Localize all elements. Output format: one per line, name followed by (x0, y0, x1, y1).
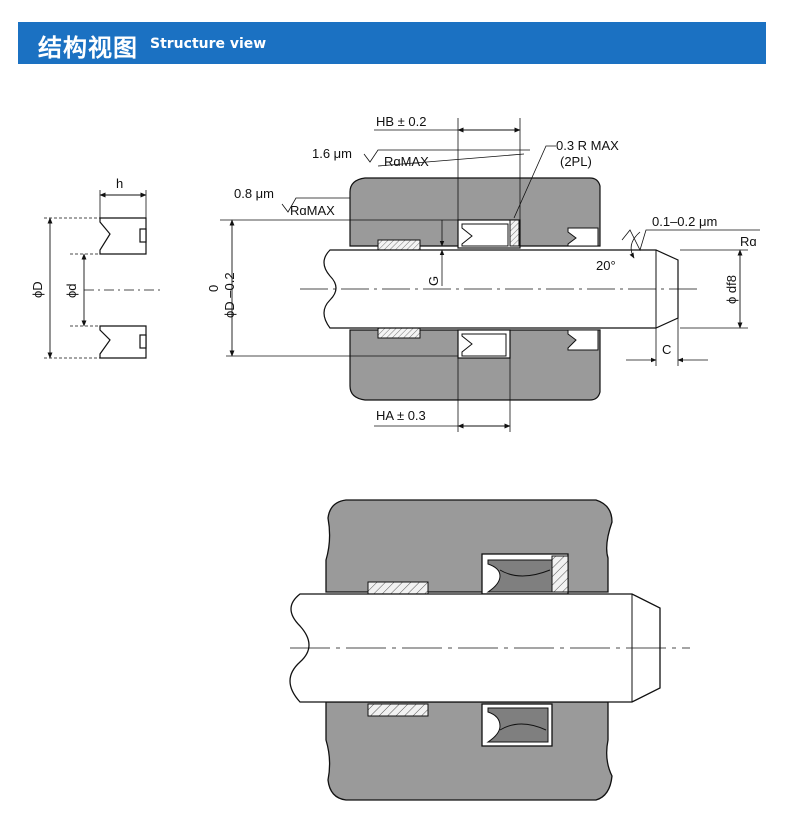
chamfer-length: C (662, 342, 671, 357)
housing-ra-max: RɑMAX (384, 154, 429, 169)
outer-diameter-label: ϕD (30, 281, 45, 298)
section-banner: 结构视图 Structure view (18, 22, 766, 64)
rod-roughness: 0.1–0.2 μm (652, 214, 717, 229)
assembly-dimensions (220, 118, 760, 432)
inner-diameter-label: ϕd (64, 283, 79, 298)
detail-assembly-view (289, 499, 690, 801)
section-title-zh: 结构视图 (38, 34, 138, 62)
bore-tol-lower: ϕD –0.2 (222, 272, 237, 318)
section-title-en: Structure view (150, 36, 267, 52)
hb-tolerance: HB ± 0.2 (376, 114, 427, 129)
gap-label: G (426, 276, 441, 286)
bore-tol-upper: 0 (206, 285, 221, 292)
radius-note: 0.3 R MAX (556, 138, 619, 153)
housing-roughness: 1.6 μm (312, 146, 352, 161)
rod-diameter-label: ϕ df8 (724, 275, 739, 304)
height-label: h (116, 176, 123, 191)
rod-ra: Rɑ (740, 234, 757, 249)
bore-roughness: 0.8 μm (234, 186, 274, 201)
ha-tolerance: HA ± 0.3 (376, 408, 426, 423)
seal-section-view (44, 190, 160, 359)
bore-ra-max: RɑMAX (290, 203, 335, 218)
radius-count: (2PL) (560, 154, 592, 169)
chamfer-angle: 20° (596, 258, 616, 273)
assembly-view (300, 177, 700, 401)
